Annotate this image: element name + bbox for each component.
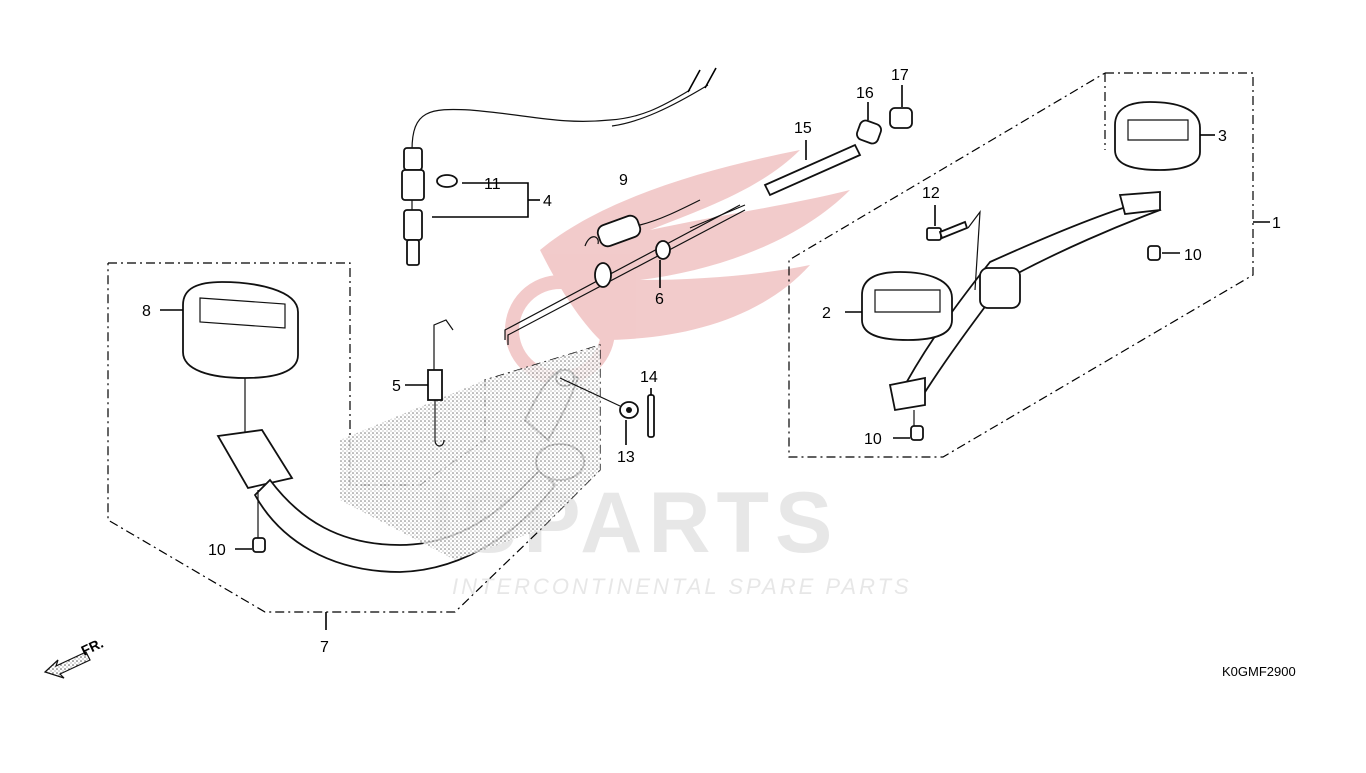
callout-17: 17 xyxy=(891,67,909,84)
diagram-code: K0GMF2900 xyxy=(1222,664,1296,679)
front-label: FR. xyxy=(79,635,106,659)
bolt-12 xyxy=(926,205,981,291)
callout-6: 6 xyxy=(655,291,664,308)
front-direction-indicator: FR. xyxy=(43,635,106,679)
pedal-rubber-3 xyxy=(1114,101,1215,171)
callouts: 1 2 3 4 5 6 7 8 9 10 10 10 11 12 13 14 1… xyxy=(142,67,1281,656)
joint-16 xyxy=(856,102,882,145)
right-pedal-arm xyxy=(888,191,1162,412)
callout-4: 4 xyxy=(543,193,552,210)
callout-10-right-upper: 10 xyxy=(1184,247,1202,264)
spring-5 xyxy=(405,319,454,447)
brake-rod-6 xyxy=(504,204,746,345)
callout-10-left: 10 xyxy=(208,542,226,559)
callout-1: 1 xyxy=(1272,215,1281,232)
callout-3: 3 xyxy=(1218,128,1227,145)
spring-9 xyxy=(584,199,701,248)
callout-5: 5 xyxy=(392,378,401,395)
callout-7: 7 xyxy=(320,639,329,656)
callout-16: 16 xyxy=(856,85,874,102)
brake-switch-assembly xyxy=(401,67,717,266)
pedal-rubber-2 xyxy=(845,271,953,341)
bolt-10-right-lower xyxy=(893,410,924,441)
left-pedal-rubber-8 xyxy=(160,281,299,440)
bolt-10-left xyxy=(235,490,266,553)
left-pedal-arm xyxy=(216,345,600,573)
callout-8: 8 xyxy=(142,303,151,320)
washer-13 xyxy=(559,377,639,445)
callout-15: 15 xyxy=(794,120,812,137)
bolt-10-right-upper xyxy=(1147,245,1180,261)
spring-15 xyxy=(763,140,862,197)
pin-14 xyxy=(647,388,655,438)
group-1-bracket xyxy=(788,72,1270,458)
callout-11: 11 xyxy=(484,176,501,193)
callout-14: 14 xyxy=(640,369,658,386)
callout-9: 9 xyxy=(619,172,628,189)
callout-12: 12 xyxy=(922,185,940,202)
watermark-tagline: INTERCONTINENTAL SPARE PARTS xyxy=(452,574,912,599)
front-arrow-icon xyxy=(43,651,91,679)
watermark-wing-logo xyxy=(540,150,850,340)
callout-2: 2 xyxy=(822,305,831,322)
nut-17 xyxy=(889,85,913,129)
callout-10-right-lower: 10 xyxy=(864,431,882,448)
callout-13: 13 xyxy=(617,449,635,466)
